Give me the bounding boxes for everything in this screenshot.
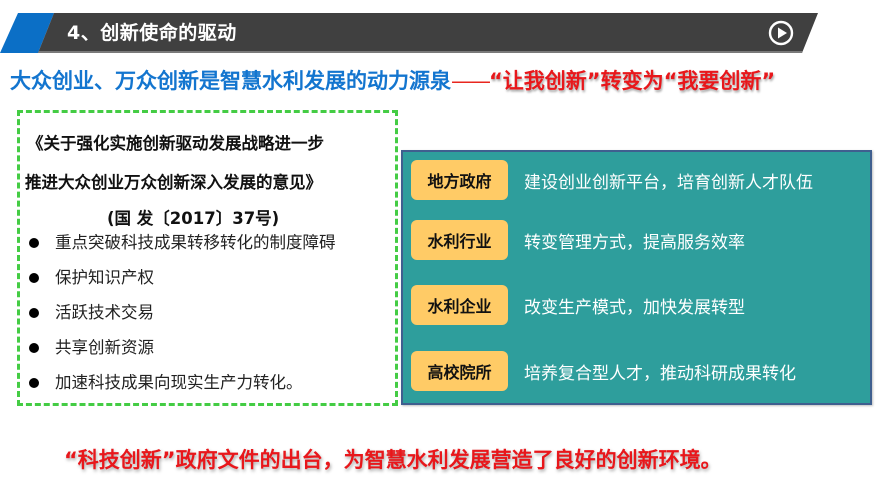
stakeholder-tag: 水利行业 (411, 220, 508, 260)
policy-document-box (17, 110, 398, 406)
stakeholder-tag: 水利企业 (411, 285, 508, 325)
list-item-text: 加速科技成果向现实生产力转化。 (55, 373, 303, 392)
bullet-icon (29, 273, 39, 283)
list-item: 重点突破科技成果转移转化的制度障碍 (25, 225, 336, 260)
list-item-text: 共享创新资源 (55, 338, 154, 357)
list-item: 活跃技术交易 (25, 295, 336, 330)
policy-bullet-list: 重点突破科技成果转移转化的制度障碍 保护知识产权 活跃技术交易 共享创新资源 加… (25, 225, 336, 400)
stakeholder-row-universities: 高校院所 培养复合型人才，推动科研成果转化 (411, 351, 796, 391)
stakeholder-description: 培养复合型人才，推动科研成果转化 (524, 363, 796, 384)
bullet-icon (29, 238, 39, 248)
document-number: (国 发〔2017〕37号) (107, 209, 280, 228)
stakeholder-description: 转变管理方式，提高服务效率 (524, 232, 745, 253)
bullet-icon (29, 308, 39, 318)
list-item-text: 重点突破科技成果转移转化的制度障碍 (55, 233, 336, 252)
subtitle-emphasis-text: “让我创新”转变为“我要创新” (489, 69, 776, 93)
conclusion-text: “科技创新”政府文件的出台，为智慧水利发展营造了良好的创新环境。 (64, 448, 722, 472)
bullet-icon (29, 343, 39, 353)
list-item: 共享创新资源 (25, 330, 336, 365)
stakeholder-panel: 地方政府 建设创业创新平台，培育创新人才队伍 水利行业 转变管理方式，提高服务效… (401, 150, 872, 405)
stakeholder-row-water-industry: 水利行业 转变管理方式，提高服务效率 (411, 220, 745, 260)
document-title-line-2: 推进大众创业万众创新深入发展的意见》 (25, 173, 322, 192)
list-item-text: 保护知识产权 (55, 268, 154, 287)
stakeholder-tag: 高校院所 (411, 351, 508, 391)
list-item: 加速科技成果向现实生产力转化。 (25, 365, 336, 400)
bullet-icon (29, 378, 39, 388)
page-title: 4、创新使命的驱动 (67, 22, 237, 44)
stakeholder-tag: 地方政府 (411, 160, 508, 200)
play-circle-icon[interactable] (768, 20, 794, 46)
section-subtitle: 大众创业、万众创新是智慧水利发展的动力源泉——“让我创新”转变为“我要创新” (10, 64, 775, 98)
stakeholder-row-local-government: 地方政府 建设创业创新平台，培育创新人才队伍 (411, 160, 813, 200)
document-title-line-1: 《关于强化实施创新驱动发展战略进一步 (27, 134, 324, 153)
stakeholder-row-water-enterprise: 水利企业 改变生产模式，加快发展转型 (411, 285, 745, 325)
stakeholder-description: 改变生产模式，加快发展转型 (524, 297, 745, 318)
list-item: 保护知识产权 (25, 260, 336, 295)
stakeholder-description: 建设创业创新平台，培育创新人才队伍 (524, 172, 813, 193)
subtitle-dash: —— (451, 69, 491, 93)
header-bar (38, 13, 818, 53)
list-item-text: 活跃技术交易 (55, 303, 154, 322)
subtitle-main-text: 大众创业、万众创新是智慧水利发展的动力源泉 (10, 69, 451, 93)
